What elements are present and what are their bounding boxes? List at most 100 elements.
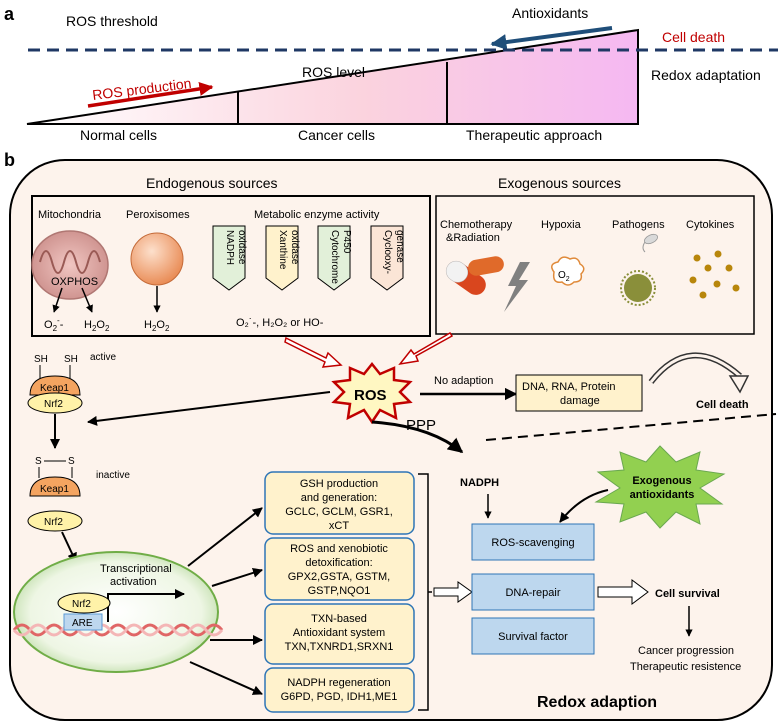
nrf2-free [27,510,83,532]
sh-label-1: SH [34,354,48,365]
stage-therapeutic-approach: Therapeutic approach [466,127,602,143]
antioxidants-arrow [490,26,613,51]
s-label-1: S [35,456,42,467]
antioxidants-to-scavenging-arrow [559,489,609,523]
mitochondria-icon [31,230,109,300]
stage-cancer-cells: Cancer cells [298,127,375,143]
ros-threshold-label: ROS threshold [66,13,158,29]
gene-bracket [418,473,432,711]
keap1-active-label: Keap1 [40,383,69,394]
enzyme-cytochrome-p450: CytochromeP450 [317,225,352,291]
svg-text:O2: O2 [558,270,570,283]
are-label: ARE [72,618,93,629]
metabolic-enzyme-title: Metabolic enzyme activity [254,209,380,221]
outcome-ros-scavenging: ROS-scavenging [491,537,574,549]
arrow-to-nadph-regen [189,661,263,695]
nadph-label: NADPH [460,477,499,489]
keap1-inactive-label: Keap1 [40,484,69,495]
outcome-survival-factor-box [471,617,595,655]
perox-h2o2: H2O2 [144,319,170,333]
sh-label-2: SH [64,354,78,365]
svg-text:NADPHoxidase: NADPHoxidase [224,230,247,265]
exogenous-antioxidants-burst [594,445,726,529]
exo-chemotherapy: Chemotherapy&Radiation [440,219,513,244]
transcription-arrow [107,589,185,622]
curved-arrow-head [728,375,750,394]
pill-icon [445,256,504,295]
outcome-survival-factor: Survival factor [498,631,568,643]
svg-text:Xanthineoxidase: Xanthineoxidase [277,230,300,270]
lightning-icon [504,262,530,312]
nrf2-nucleus-label: Nrf2 [72,599,91,610]
oxphos-label: OXPHOS [51,276,98,288]
endogenous-to-ros-arrow [284,336,343,368]
damage-line1: DNA, RNA, Protein [522,381,616,393]
arrow-to-gsh [187,507,263,567]
redox-adaption-label: Redox adaption [537,694,657,711]
enzyme-products: O₂˙-, H₂O₂ or HO- [236,317,324,329]
damage-box [515,374,643,412]
inactive-label: inactive [96,470,130,481]
exogenous-to-ros-arrow [398,331,454,366]
active-label: active [90,352,117,363]
nucleus [13,551,219,673]
ros-production-arrow [87,81,214,108]
dna-helix [12,623,224,637]
keap1-inactive [29,476,81,497]
cell-survival-label: Cell survival [655,588,720,600]
cristae-icon [39,250,101,274]
peroxisomes-label: Peroxisomes [126,209,190,221]
ros-level-wedge [26,28,639,125]
outcome-ros-scavenging-box [471,523,595,561]
mito-arrow-left [52,287,63,313]
enzyme-nadph-oxidase: NADPHoxidase [212,225,247,291]
cell-death-label-b: Cell death [696,399,749,411]
exo-pathogens: Pathogens [612,219,665,231]
cytokines-icon [689,250,740,299]
ros-level-label: ROS level [302,64,365,80]
pathogen-icon [620,233,658,306]
cell-death-label-a: Cell death [662,29,725,45]
no-adaption-label: No adaption [434,375,493,387]
mitochondria-label: Mitochondria [38,209,102,221]
stage-normal-cells: Normal cells [80,127,157,143]
panel-a-letter: a [4,4,15,24]
peroxisome-icon [130,232,184,286]
exo-cytokines: Cytokines [686,219,735,231]
arrow-to-ros-detox [211,567,263,587]
redox-adaptation-label: Redox adaptation [651,67,761,83]
nrf2-active-label: Nrf2 [44,399,63,410]
s-label-2: S [68,456,75,467]
exogenous-title: Exogenous sources [498,175,621,191]
outcome-dna-repair: DNA-repair [505,587,560,599]
ros-to-keap1-arrow [87,391,331,426]
curved-hollow-arrow-inner [649,353,741,383]
ros-label: ROS [354,387,387,404]
cancer-progression-label: Cancer progression [638,645,734,657]
mito-arrow-right [81,287,93,313]
exo-hypoxia: Hypoxia [541,219,582,231]
antioxidants-label: Antioxidants [512,5,588,21]
damage-line2: damage [560,395,600,407]
outcomes-hollow-arrow [597,579,649,605]
mito-superoxide: O2-- [44,316,64,333]
therapeutic-resistence-label: Therapeutic resistence [630,661,741,673]
exogenous-box [435,195,755,335]
outcome-dna-repair-box [471,573,595,611]
nrf2-nucleus [57,592,111,614]
svg-text:CytochromeP450: CytochromeP450 [329,230,352,284]
are-box [63,613,103,631]
svg-text:Cyclooxy-genase: Cyclooxy-genase [382,230,405,274]
panel-b-letter: b [4,150,15,170]
endogenous-title: Endogenous sources [146,175,278,191]
enzyme-xanthine-oxidase: Xanthineoxidase [265,225,300,291]
enzyme-cyclooxygenase: Cyclooxy-genase [370,225,405,291]
